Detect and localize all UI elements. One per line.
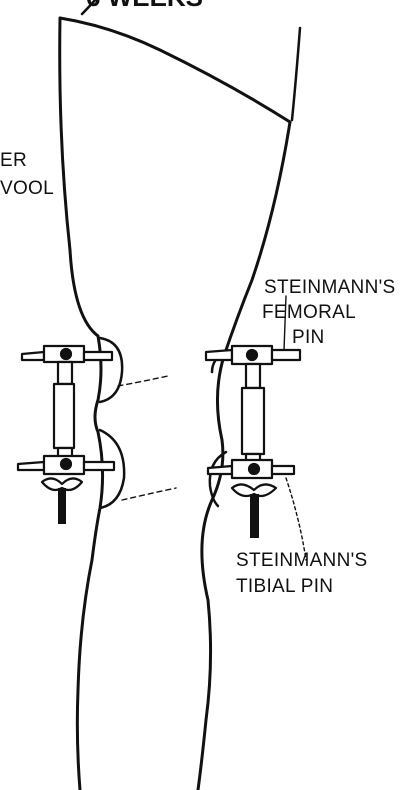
left-label-line-2: VOOL [0, 178, 54, 199]
femoral-label-line-1: STEINMANN'S [264, 277, 396, 298]
cast-top-edge [60, 18, 290, 122]
cast-top-right-line [292, 28, 300, 120]
femoral-label-line-2: FEMORAL [262, 302, 356, 323]
left-knee-pad-upper [100, 338, 122, 402]
title-partial: 6 WEEKS [86, 0, 203, 12]
tibial-label-line-1: STEINMANN'S [236, 550, 368, 571]
tibial-pin-track [122, 488, 176, 500]
leg-right-outline [198, 122, 290, 790]
femoral-label-line-3: PIN [292, 327, 325, 348]
tibial-label-line-2: TIBIAL PIN [236, 576, 333, 597]
left-label-line-1: ER [0, 150, 27, 171]
femoral-pin-track [118, 376, 168, 386]
tibial-pin-leader [286, 478, 306, 560]
